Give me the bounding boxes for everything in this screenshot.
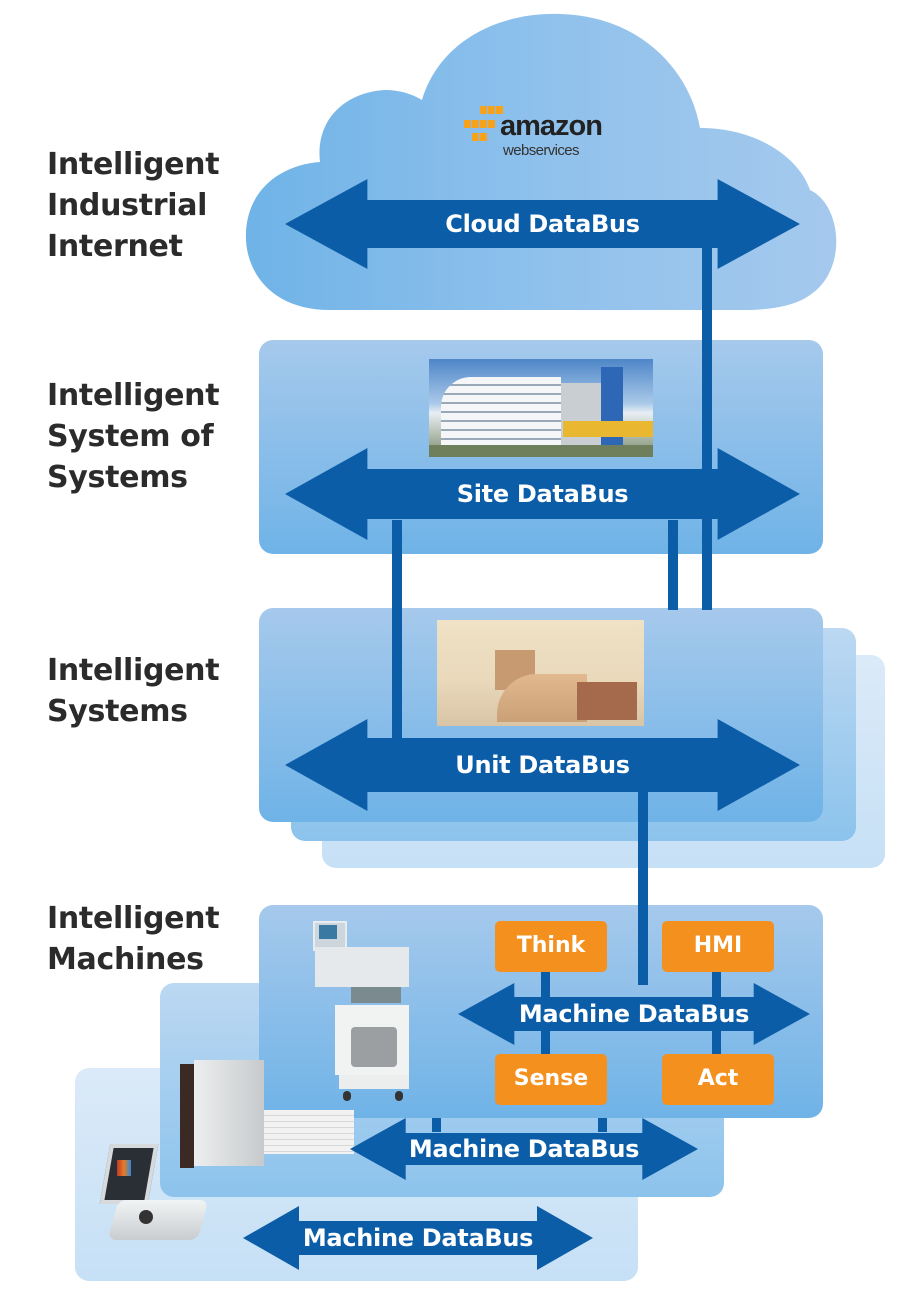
layer-label-systems: Intelligent Systems xyxy=(47,650,220,732)
anesthesia-machine-photo xyxy=(295,915,415,1105)
double-arrow-icon xyxy=(243,1206,593,1270)
label-line: Intelligent xyxy=(47,378,220,413)
double-arrow-icon xyxy=(285,179,800,269)
portable-ultrasound-photo xyxy=(95,1140,240,1250)
label-line: Machines xyxy=(47,942,204,977)
connector-stub xyxy=(598,1118,607,1132)
cloud-databus: Cloud DataBus xyxy=(285,179,800,269)
act-box: Act xyxy=(662,1054,774,1105)
connector-site-to-unit-left xyxy=(392,520,402,745)
ct-scanner-photo xyxy=(180,1060,355,1170)
double-arrow-icon xyxy=(458,983,810,1045)
arrow-shape xyxy=(243,1206,593,1270)
arrow-shape xyxy=(350,1118,698,1180)
bus-label: Machine DataBus xyxy=(302,1224,534,1252)
aws-cubes-icon xyxy=(464,106,503,141)
arrow-shape xyxy=(285,179,800,269)
arrow-shape xyxy=(458,983,810,1045)
layer-label-machines: Intelligent Machines xyxy=(47,898,220,980)
aws-sub-text: webservices xyxy=(503,142,580,159)
arrow-shape xyxy=(285,448,800,540)
bus-label: Site DataBus xyxy=(456,480,629,508)
layer-label-internet: Intelligent Industrial Internet xyxy=(47,144,220,267)
unit-databus: Unit DataBus xyxy=(285,719,800,811)
nurse-station-photo xyxy=(437,620,644,726)
aws-logo: amazon webservices xyxy=(462,100,632,170)
label-line: Intelligent xyxy=(47,901,220,936)
bus-label: Unit DataBus xyxy=(455,751,630,779)
site-databus: Site DataBus xyxy=(285,448,800,540)
label-line: Internet xyxy=(47,229,183,264)
label-line: Industrial xyxy=(47,188,208,223)
sense-box: Sense xyxy=(495,1054,607,1105)
connector-stub xyxy=(432,1118,441,1132)
hospital-building-photo xyxy=(429,359,653,457)
label-line: Intelligent xyxy=(47,147,220,182)
label-line: Systems xyxy=(47,694,188,729)
layer-label-sos: Intelligent System of Systems xyxy=(47,375,220,498)
bus-label: Machine DataBus xyxy=(408,1135,640,1163)
double-arrow-icon xyxy=(285,719,800,811)
connector-unit-to-machine xyxy=(638,790,648,985)
connector-cloud-to-unit xyxy=(702,240,712,610)
machine-databus-1: Machine DataBus xyxy=(458,983,810,1045)
hmi-box: HMI xyxy=(662,921,774,972)
think-box: Think xyxy=(495,921,607,972)
arrow-shape xyxy=(285,719,800,811)
cloud-shape xyxy=(245,13,837,310)
double-arrow-icon xyxy=(285,448,800,540)
double-arrow-icon xyxy=(350,1118,698,1180)
label-line: Systems xyxy=(47,460,188,495)
bus-label: Cloud DataBus xyxy=(445,210,640,238)
bus-label: Machine DataBus xyxy=(518,1000,750,1028)
machine-databus-2: Machine DataBus xyxy=(350,1118,698,1180)
machine-databus-3: Machine DataBus xyxy=(243,1206,593,1270)
connector-site-to-unit-right xyxy=(668,520,678,610)
label-line: System of xyxy=(47,419,214,454)
label-line: Intelligent xyxy=(47,653,220,688)
aws-brand-text: amazon xyxy=(500,110,603,142)
